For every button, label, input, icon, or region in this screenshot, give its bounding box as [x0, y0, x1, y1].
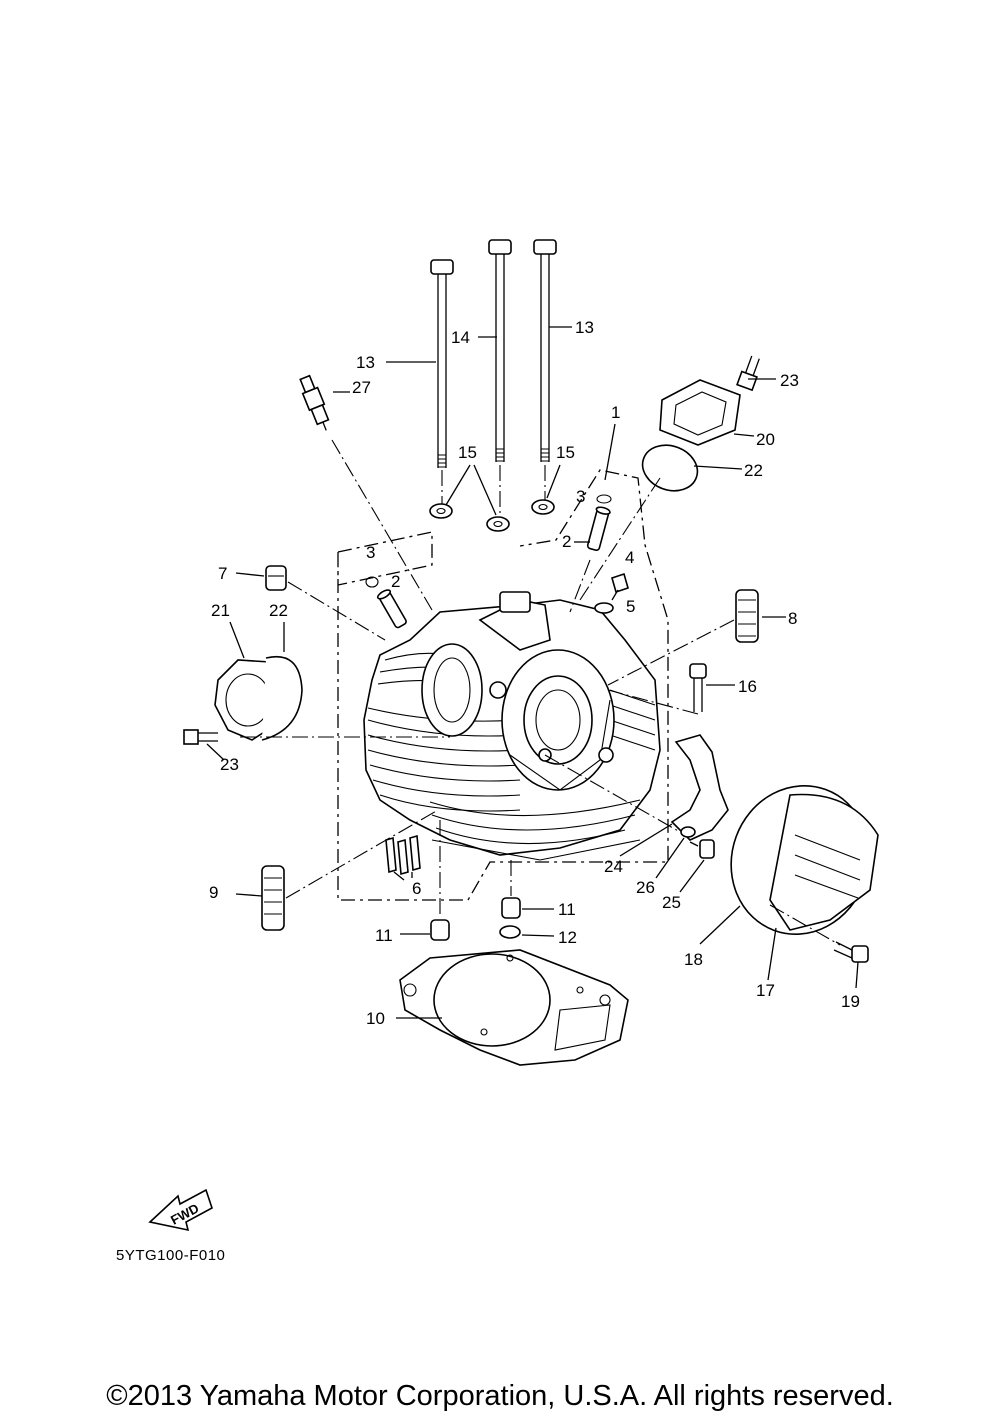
callout-3-top: 3 [576, 487, 585, 506]
callout-24: 24 [604, 857, 623, 876]
callout-13-right: 13 [575, 318, 594, 337]
callout-6: 6 [412, 879, 421, 898]
washer-12 [499, 925, 521, 939]
callout-13-left: 13 [356, 353, 375, 372]
callout-9: 8 [788, 609, 797, 628]
side-cover [730, 784, 879, 936]
callout-labels: 13 14 13 27 15 15 1 3 2 4 5 23 20 22 3 2… [206, 318, 860, 1028]
fwd-arrow-icon: FWD [148, 1188, 213, 1232]
side-cover-gasket [670, 734, 729, 841]
callout-2-left: 2 [391, 572, 400, 591]
callout-12: 12 [558, 928, 577, 947]
dowel-11-left [430, 919, 450, 941]
cover-bolt-left [183, 729, 218, 745]
head-bolt-right [533, 239, 557, 462]
studs-6 [385, 834, 421, 876]
intake-cover [214, 656, 303, 741]
bolt-16 [689, 663, 707, 712]
callout-22-top: 22 [744, 461, 763, 480]
callout-14: 14 [451, 328, 470, 347]
washer-15-a [429, 503, 453, 519]
callout-15-right: 15 [556, 443, 575, 462]
circlip-exhaust [596, 494, 612, 504]
callout-4: 4 [625, 548, 634, 567]
valve-guide-exhaust [586, 506, 611, 551]
dowel-8 [265, 565, 287, 591]
head-gasket [399, 949, 629, 1066]
callout-15-left: 15 [458, 443, 477, 462]
callout-1: 1 [611, 403, 620, 422]
dowel-9 [735, 589, 759, 643]
callout-22-left: 22 [269, 601, 288, 620]
washer-15-c [531, 499, 555, 515]
dowel-11-right [501, 897, 521, 919]
bolt-4 [611, 572, 629, 601]
callout-2-top: 2 [562, 532, 571, 551]
callout-8: 7 [218, 564, 227, 583]
callout-20: 20 [756, 430, 775, 449]
callout-16: 16 [738, 677, 757, 696]
callout-7: 9 [209, 883, 218, 902]
washer-26 [680, 826, 696, 838]
callout-27: 27 [352, 378, 371, 397]
manifold-gasket [641, 444, 699, 492]
callout-11-left: 11 [375, 926, 393, 945]
callout-11-right: 11 [558, 900, 576, 919]
bolt-25 [689, 839, 715, 859]
copyright-notice: ©2013 Yamaha Motor Corporation, U.S.A. A… [106, 1380, 894, 1412]
callout-26: 26 [636, 878, 655, 897]
callout-18: 18 [684, 950, 703, 969]
callout-5: 5 [626, 597, 635, 616]
callout-25: 25 [662, 893, 681, 912]
callout-10: 10 [366, 1009, 385, 1028]
bolt-19 [833, 941, 869, 963]
spark-plug [299, 374, 330, 431]
flange-bolt-top [736, 355, 760, 392]
head-bolt-center [488, 239, 512, 462]
callout-19: 19 [841, 992, 860, 1011]
callout-23-left: 23 [220, 755, 239, 774]
head-bolt-left [430, 259, 454, 468]
drawing-code: 5YTG100-F010 [116, 1247, 226, 1264]
callout-21: 21 [211, 601, 230, 620]
dowel-7 [261, 865, 285, 931]
callout-3-left: 3 [366, 543, 375, 562]
callout-23-top: 23 [780, 371, 799, 390]
washer-5 [594, 602, 614, 614]
circlip-intake [365, 576, 379, 588]
cylinder-head [363, 591, 661, 861]
washer-15-b [486, 516, 510, 532]
valve-guide-intake [376, 589, 407, 629]
callout-17: 17 [756, 981, 775, 1000]
assembly-boundary [337, 469, 669, 901]
manifold-flange [659, 379, 741, 446]
